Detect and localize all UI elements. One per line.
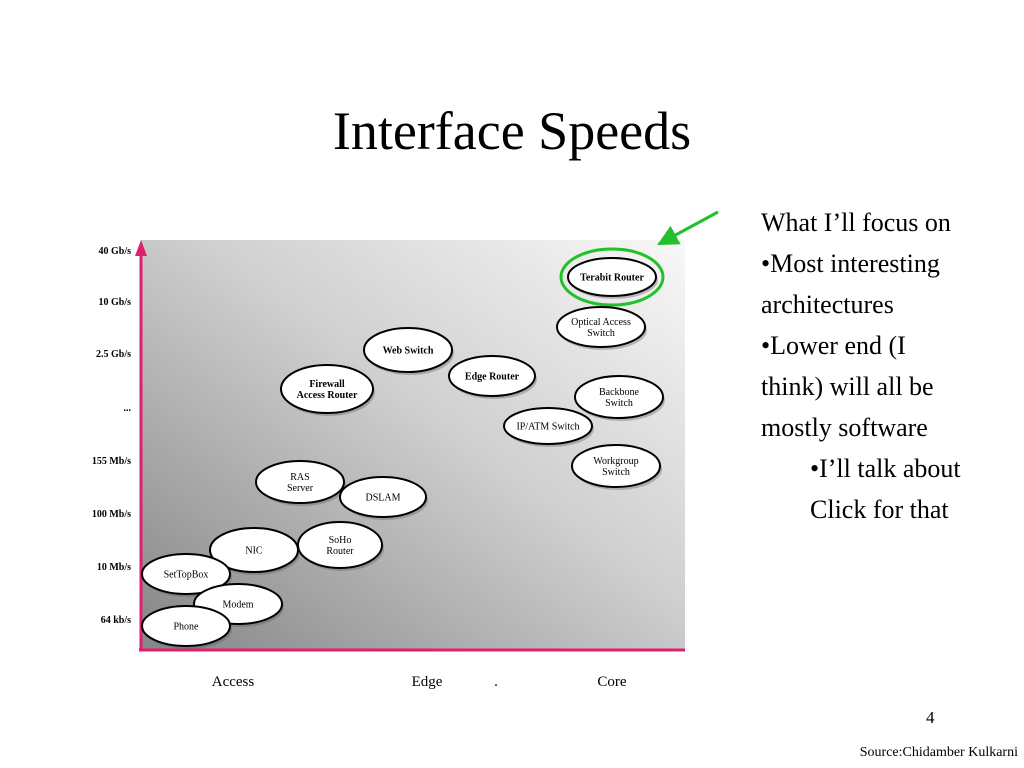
node-label: RAS	[290, 472, 309, 483]
note-line: What I’ll focus on	[761, 208, 951, 237]
y-axis-label: ...	[124, 403, 132, 414]
node-ellipse	[209, 527, 299, 573]
node-ellipse	[363, 327, 453, 373]
x-axis-label: .	[494, 674, 498, 690]
node-label: Optical Access	[571, 317, 631, 328]
node-nic: NIC	[209, 527, 300, 575]
node-ellipse	[574, 375, 664, 419]
highlight-ring	[559, 247, 665, 307]
y-axis-labels: 40 Gb/s 10 Gb/s 2.5 Gb/s... 155 Mb/s 100 Mb/…	[92, 246, 132, 626]
note-sub-line: Click for that	[810, 495, 949, 524]
source-credit: Source:Chidamber Kulkarni	[859, 745, 1018, 760]
node-phone: Phone	[141, 605, 232, 649]
node-ellipse	[503, 407, 593, 445]
y-axis-label: 100 Mb/s	[92, 509, 131, 520]
y-axis-label: 2.5 Gb/s	[96, 349, 131, 360]
node-label: Web Switch	[383, 346, 434, 357]
node-ellipse	[567, 257, 657, 297]
note-line: •Lower end (I	[761, 331, 906, 360]
note-sub-line: •I’ll talk about	[810, 454, 961, 483]
focus-notes: What I’ll focus on •Most interesting arc…	[761, 202, 1023, 530]
node-label: Switch	[605, 398, 633, 409]
note-line: mostly software	[761, 413, 928, 442]
note-line: architectures	[761, 290, 894, 319]
node-ip-atm-switch: IP/ATM Switch	[503, 407, 594, 447]
note-line: •Most interesting	[761, 249, 940, 278]
node-label: NIC	[245, 546, 263, 557]
node-label: Workgroup	[593, 456, 638, 467]
node-label: Router	[326, 546, 354, 557]
node-label: Edge Router	[465, 372, 520, 383]
node-dslam: DSLAM	[339, 476, 428, 520]
node-label: SoHo	[329, 535, 352, 546]
node-label: IP/ATM Switch	[516, 422, 579, 433]
slide-number: 4	[926, 708, 935, 727]
node-label: DSLAM	[365, 493, 400, 504]
node-label: Modem	[222, 600, 253, 611]
note-line: think) will all be	[761, 372, 934, 401]
node-ellipse	[255, 460, 345, 504]
node-label: Access Router	[297, 390, 358, 401]
x-axis-labels: Access Edge. Core	[212, 674, 627, 690]
y-axis-label: 64 kb/s	[101, 615, 131, 626]
node-ellipse	[141, 553, 231, 595]
node-label: Switch	[602, 467, 630, 478]
node-ellipse	[571, 444, 661, 488]
node-settopbox: SetTopBox	[141, 553, 232, 597]
x-axis-label: Access	[212, 674, 255, 690]
node-label: Phone	[174, 622, 200, 633]
node-terabit-router: Terabit Router	[559, 247, 665, 307]
node-label: Terabit Router	[580, 273, 644, 284]
node-label: SetTopBox	[164, 570, 209, 581]
node-label: Switch	[587, 328, 615, 339]
y-axis-label: 155 Mb/s	[92, 456, 131, 467]
node-ellipse	[141, 605, 231, 647]
node-ellipse	[556, 306, 646, 348]
y-axis-label: 40 Gb/s	[98, 246, 131, 257]
node-ellipse	[448, 355, 536, 397]
node-ellipse	[280, 364, 374, 414]
x-axis-label: Core	[597, 674, 627, 690]
node-label: Backbone	[599, 387, 640, 398]
node-web-switch: Web Switch	[363, 327, 454, 375]
node-ellipse	[339, 476, 427, 518]
node-edge-router: Edge Router	[448, 355, 537, 399]
y-axis-label: 10 Mb/s	[97, 562, 131, 573]
y-axis-arrow	[135, 240, 147, 256]
callout-arrow	[657, 210, 719, 246]
slide-title: Interface Speeds	[332, 101, 692, 161]
y-axis-label: 10 Gb/s	[98, 297, 131, 308]
node-label: Server	[287, 483, 314, 494]
node-label: Firewall	[309, 379, 345, 390]
x-axis-label: Edge	[412, 674, 443, 690]
